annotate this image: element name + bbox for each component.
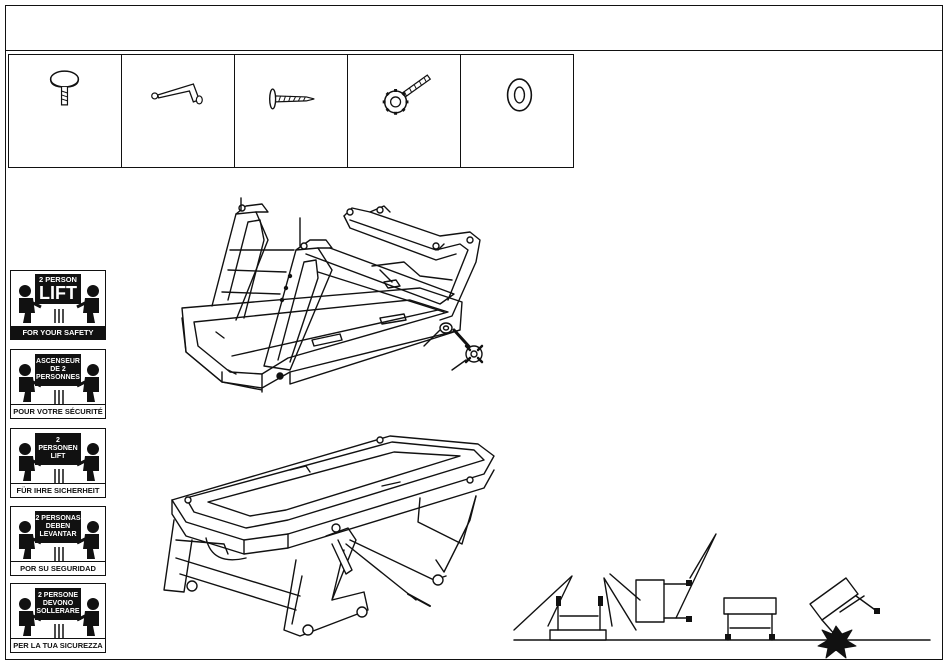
sign-banner: 2 PERSON LIFT xyxy=(35,274,81,304)
safety-sign-french: ASCENSEUR DE 2 PERSONNES POUR VOTRE SÉCU… xyxy=(10,349,106,419)
part-cell-hex-key xyxy=(122,55,235,167)
sign-footer: POUR VOTRE SÉCURITÉ xyxy=(11,404,105,418)
sign-footer: FÜR IHRE SICHERHEIT xyxy=(11,483,105,497)
sign-banner: 2 PERSONEN LIFT xyxy=(35,433,81,465)
hex-key-icon xyxy=(122,55,234,125)
safety-sign-german: 2 PERSONEN LIFT FÜR IHRE SICHERHEIT xyxy=(10,428,106,498)
sign-footer: POR SU SEGURIDAD xyxy=(11,561,105,575)
sign-banner: 2 PERSONE DEVONO SOLLERARE xyxy=(35,588,81,620)
sign-footer: FOR YOUR SAFETY xyxy=(11,326,105,339)
bolt-with-nut-icon xyxy=(348,55,460,125)
safety-sign-spanish: 2 PERSONAS DEBEN LEVANTAR POR SU SEGURID… xyxy=(10,506,106,576)
header-band xyxy=(5,5,943,51)
sign-banner: 2 PERSONAS DEBEN LEVANTAR xyxy=(35,511,81,543)
safety-sign-italian: 2 PERSONE DEVONO SOLLERARE PER LA TUA SI… xyxy=(10,583,106,653)
sign-banner: ASCENSEUR DE 2 PERSONNES xyxy=(35,354,81,386)
sign-footer: PER LA TUA SICUREZZA xyxy=(11,638,105,652)
part-cell-bolt xyxy=(348,55,461,167)
part-cell-washer xyxy=(461,55,573,167)
part-cell-leveler xyxy=(9,55,122,167)
part-cell-screw xyxy=(235,55,348,167)
leveler-foot-icon xyxy=(9,55,121,125)
screw-icon xyxy=(235,55,347,125)
sign-banner-big: LIFT xyxy=(39,284,77,303)
safety-sign-english: 2 PERSON LIFT FOR YOUR SAFETY xyxy=(10,270,106,340)
washer-icon xyxy=(461,55,573,125)
parts-table xyxy=(8,54,574,168)
